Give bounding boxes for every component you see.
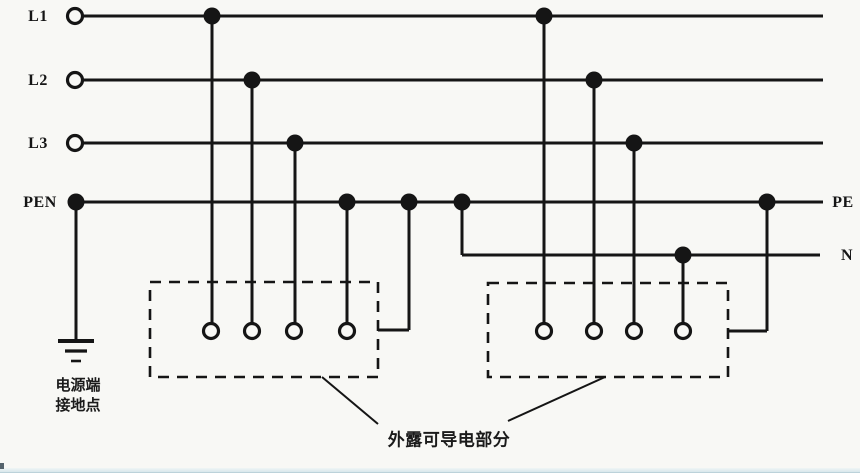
- load-terminal-box2-l2: [584, 321, 604, 341]
- label-l3: L3: [28, 135, 48, 152]
- junction-n-tap: [674, 246, 692, 264]
- label-pen: PEN: [23, 194, 57, 211]
- load-terminal-box1-l1: [201, 321, 221, 341]
- load-terminal-box2-l3: [624, 321, 644, 341]
- leader-box2: [507, 376, 606, 422]
- junction-l1-tap1: [203, 7, 221, 25]
- junction-pe-branch2: [758, 193, 776, 211]
- bottom-edge-strip: [0, 468, 860, 473]
- junction-pen-pe-branch1: [400, 193, 418, 211]
- label-source-earth-line1: 电源端: [55, 377, 101, 394]
- junction-l2-tap1: [243, 71, 261, 89]
- exposed-parts-box2: [486, 281, 730, 379]
- load-terminal-box2-n: [673, 321, 693, 341]
- source-terminal-l2: [65, 70, 85, 90]
- label-source-earth-line2: 接地点: [55, 397, 101, 414]
- junction-pen-source: [67, 193, 85, 211]
- label-pe: PE: [832, 194, 854, 211]
- junction-l3-tap1: [286, 134, 304, 152]
- junction-pen-n-branch: [453, 193, 471, 211]
- bottom-left-mark: [0, 463, 4, 469]
- load-terminal-box2-l1: [534, 321, 554, 341]
- junction-l1-tap2: [535, 7, 553, 25]
- label-source-earth-point: 电源端 接地点: [55, 376, 100, 416]
- load-terminal-box1-l3: [284, 321, 304, 341]
- source-terminal-l3: [65, 133, 85, 153]
- label-l1: L1: [28, 8, 48, 25]
- load-terminal-box1-pen: [337, 321, 357, 341]
- load-terminal-box1-l2: [242, 321, 262, 341]
- source-terminal-l1: [65, 6, 85, 26]
- exposed-parts-box1: [148, 280, 380, 379]
- junction-l2-tap2: [585, 71, 603, 89]
- junction-pen-tap1: [338, 193, 356, 211]
- label-l2: L2: [28, 72, 48, 89]
- leader-box1: [321, 376, 379, 425]
- label-exposed-conductive-parts: 外露可导电部分: [387, 430, 511, 450]
- label-n: N: [840, 247, 854, 264]
- junction-l3-tap2: [625, 134, 643, 152]
